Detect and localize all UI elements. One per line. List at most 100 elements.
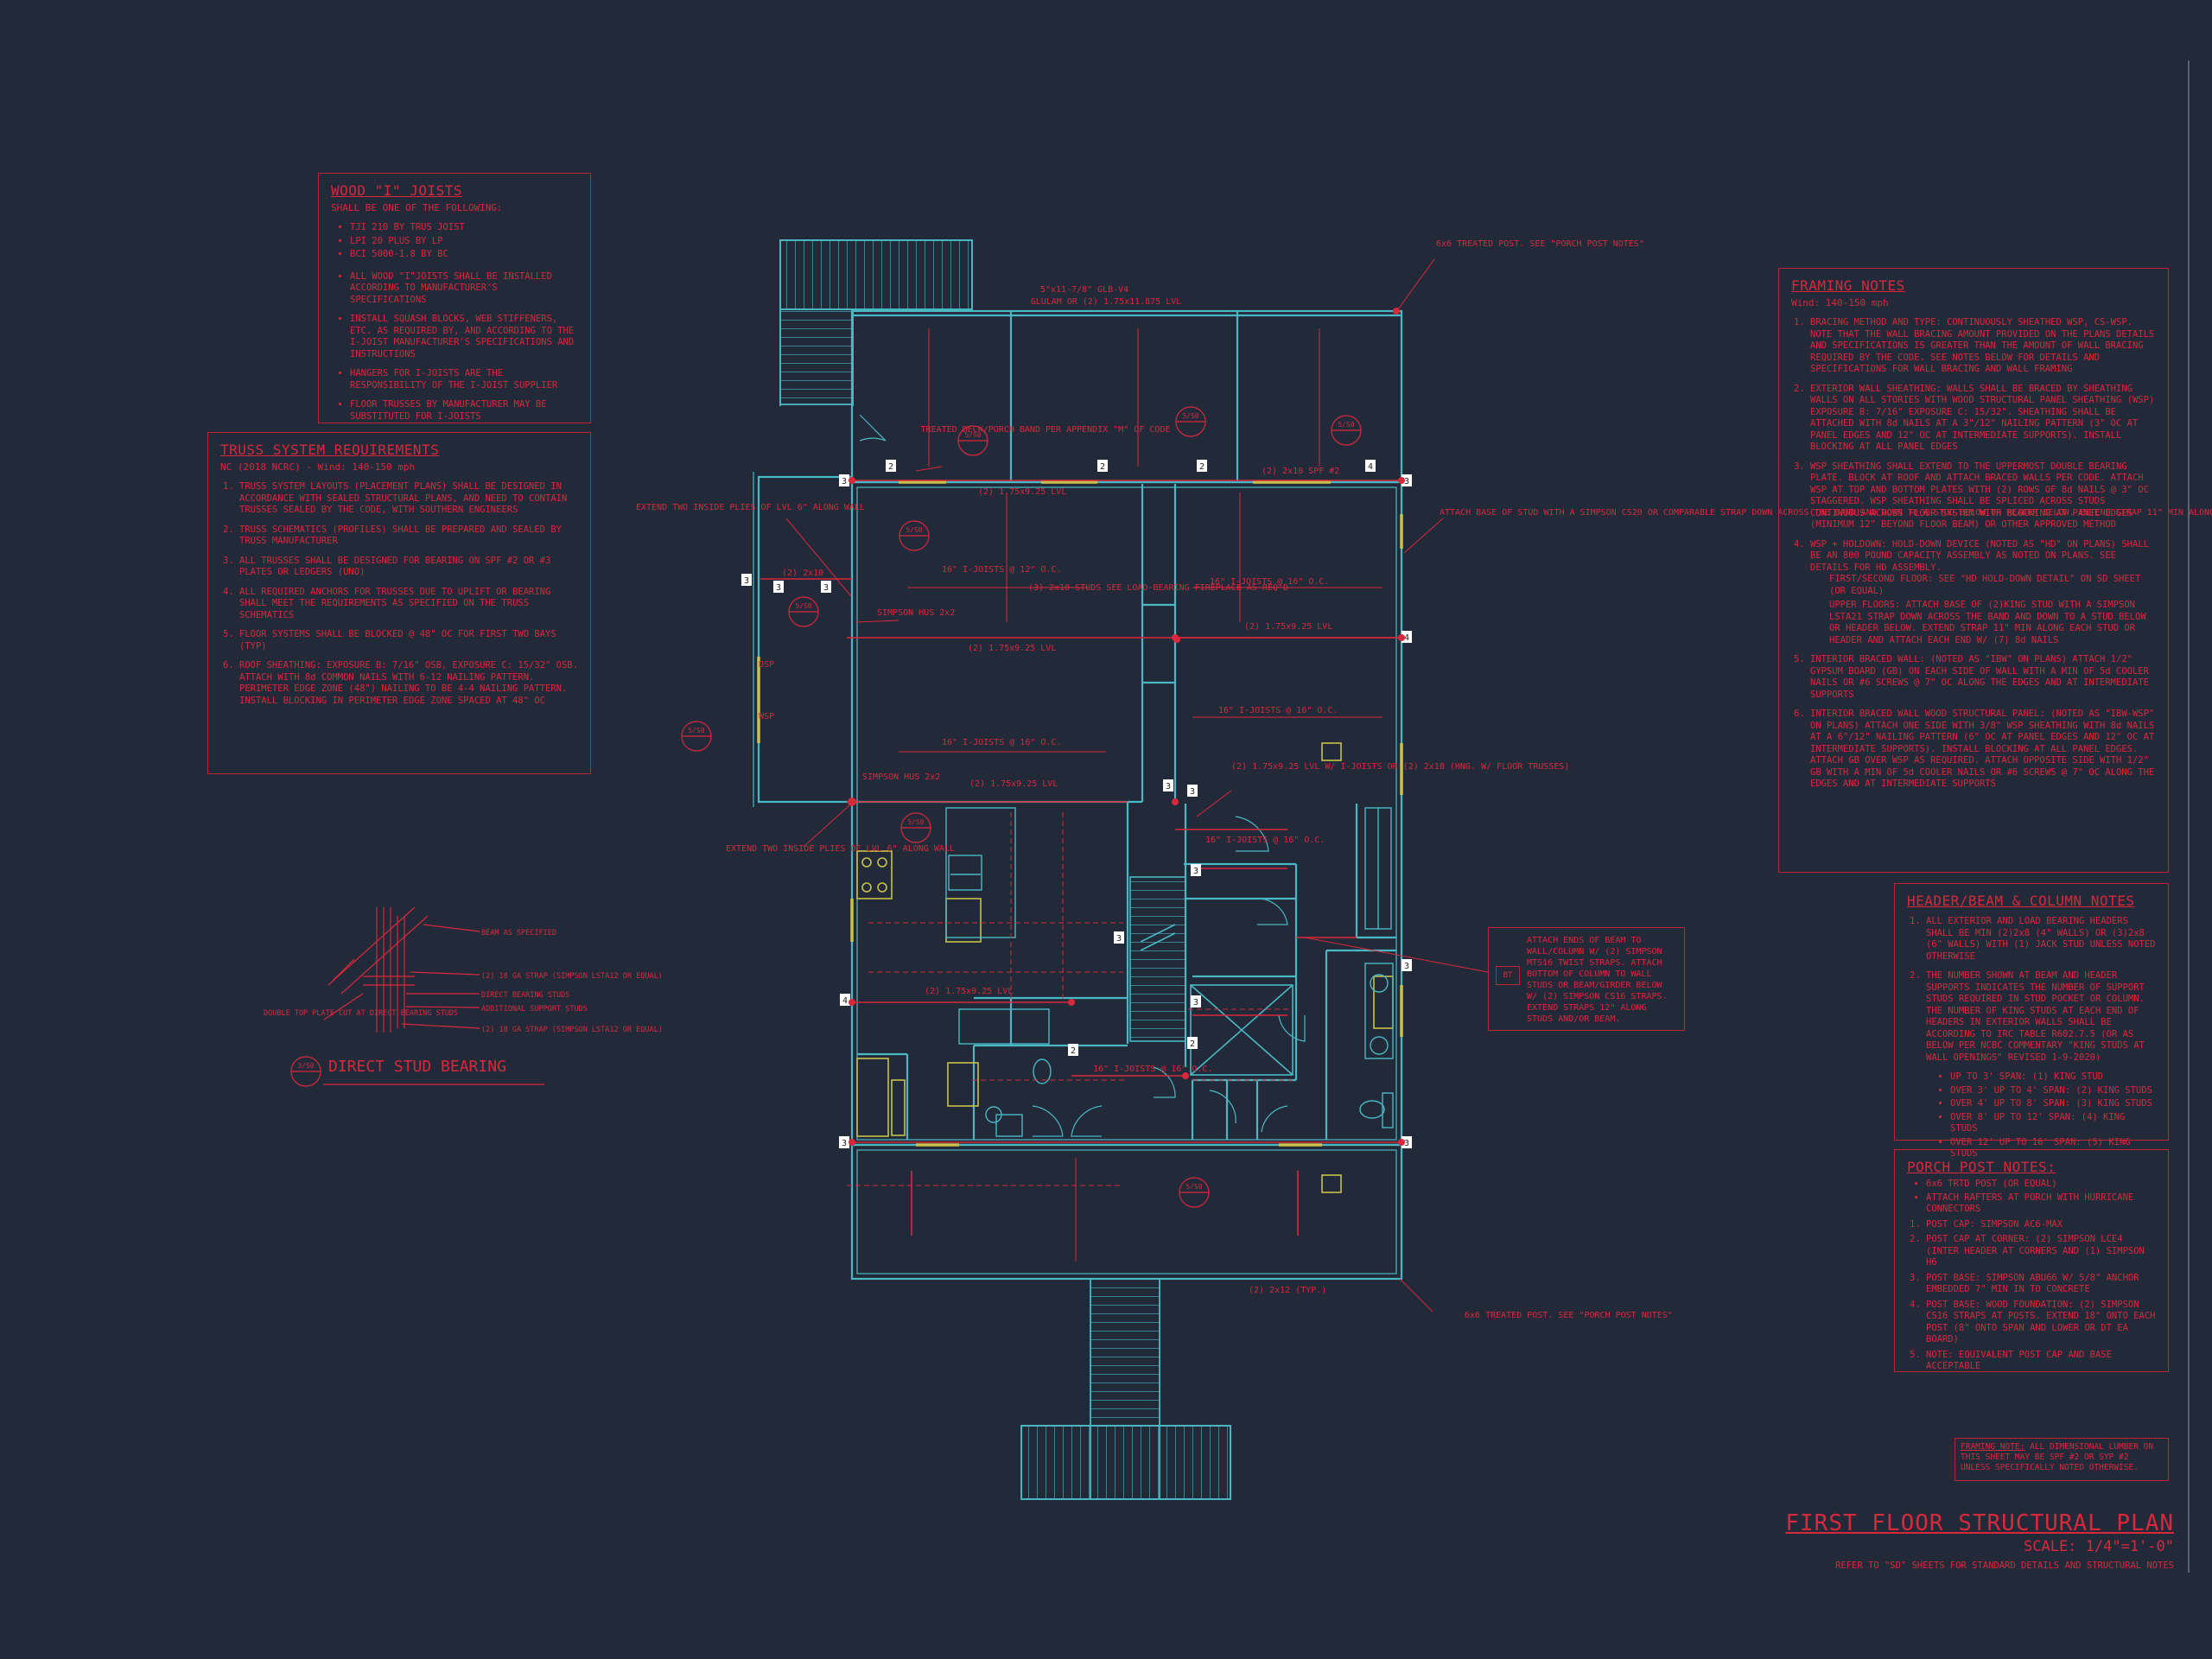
detail-bubble: 3/S0 xyxy=(297,1062,314,1070)
framing-notes: FRAMING NOTES Wind: 140-150 mph BRACING … xyxy=(1778,268,2169,873)
porch-intro: ATTACH RAFTERS AT PORCH WITH HURRICANE C… xyxy=(1926,1192,2156,1216)
lvl-ijoist-label: (2) 1.75x9.25 LVL W/ I-JOISTS OR (2) 2x1… xyxy=(1231,762,1569,772)
two-2x10-spf-label: (2) 2x10 SPF #2 xyxy=(1262,467,1339,476)
svg-text:3: 3 xyxy=(1116,934,1122,944)
sheet-reference: REFER TO "SD" SHEETS FOR STANDARD DETAIL… xyxy=(1835,1560,2174,1571)
bubble-2: 5/S0 xyxy=(1182,412,1198,420)
joist-option: LPI 20 PLUS BY LP xyxy=(350,236,578,248)
detail-label-strap: (2) 18 GA STRAP (SIMPSON LSTA12 OR EQUAL… xyxy=(481,972,663,981)
porch-post-notes: PORCH POST NOTES: 6x6 TRTD POST (OR EQUA… xyxy=(1894,1149,2169,1372)
bubble-1: 5/S0 xyxy=(964,431,981,439)
sheet-title: FIRST FLOOR STRUCTURAL PLAN xyxy=(1785,1510,2174,1536)
svg-text:3: 3 xyxy=(1404,962,1409,971)
framing-lumber-text: ALL DIMENSIONAL LUMBER ON THIS SHEET MAY… xyxy=(1961,1442,2154,1472)
porch-note: POST BASE: WOOD FOUNDATION: (2) SIMPSON … xyxy=(1926,1300,2156,1346)
attach-base-note: ATTACH BASE OF STUD WITH A SIMPSON CS20 … xyxy=(1440,508,2212,518)
extend-lvl-2: EXTEND TWO INSIDE PLIES OF LVL 6" ALONG … xyxy=(726,844,955,854)
building-walls xyxy=(753,309,1403,1281)
lvl-label-3: (2) 1.75x9.25 LVL xyxy=(968,644,1056,653)
svg-text:2: 2 xyxy=(888,462,893,472)
framing-note: WSP + HOLDOWN: HOLD-DOWN DEVICE (NOTED A… xyxy=(1810,538,2149,573)
bubble-5: 5/S0 xyxy=(795,602,811,610)
treated-post-top: 6x6 TREATED POST. SEE "PORCH POST NOTES" xyxy=(1436,239,1644,249)
wood-joists-subtitle: SHALL BE ONE OF THE FOLLOWING: xyxy=(331,202,503,213)
framing-note: EXTERIOR WALL SHEATHING: WALLS SHALL BE … xyxy=(1810,384,2156,454)
joist-option: BCI 5000-1.8 BY BC xyxy=(350,249,578,261)
framing-note: WSP SHEATHING SHALL EXTEND TO THE UPPERM… xyxy=(1810,461,2156,531)
kitchen-fixtures xyxy=(856,742,1394,1193)
two-2x12-typ-label: (2) 2x12 (TYP.) xyxy=(1249,1286,1326,1295)
svg-text:4: 4 xyxy=(1404,633,1409,643)
truss-note: ALL TRUSSES SHALL BE DESIGNED FOR BEARIN… xyxy=(239,556,578,579)
king-stud-rule: OVER 8' UP TO 12' SPAN: (4) KING STUDS xyxy=(1950,1112,2156,1135)
windows xyxy=(757,480,1403,1147)
framing-subtitle: Wind: 140-150 mph xyxy=(1791,297,1889,308)
svg-text:3: 3 xyxy=(1166,782,1171,791)
svg-text:2: 2 xyxy=(1100,462,1105,472)
three-2x10-label: (3) 2x10 STUDS SEE LOAD-BEARING FIREPLAC… xyxy=(1028,583,1288,593)
header-note: ALL EXTERIOR AND LOAD BEARING HEADERS SH… xyxy=(1926,916,2156,963)
porch-note: NOTE: EQUIVALENT POST CAP AND BASE ACCEP… xyxy=(1926,1350,2156,1373)
svg-text:4: 4 xyxy=(1368,462,1373,472)
truss-note: TRUSS SYSTEM LAYOUTS (PLACEMENT PLANS) S… xyxy=(239,481,578,517)
treated-deck-label: TREATED DECK/PORCH BAND PER APPENDIX "M"… xyxy=(921,425,1171,435)
stud-bearing-detail xyxy=(323,906,544,1085)
joist-option: TJI 210 BY TRUS JOIST xyxy=(350,222,578,234)
wood-joists-title: WOOD "I" JOISTS xyxy=(331,182,462,199)
porch-intro: 6x6 TRTD POST (OR EQUAL) xyxy=(1926,1179,2156,1191)
king-stud-rule: OVER 4' UP TO 8' SPAN: (3) KING STUDS xyxy=(1950,1098,2156,1110)
extend-lvl-1: EXTEND TWO INSIDE PLIES OF LVL 6" ALONG … xyxy=(636,503,865,512)
top-stairs xyxy=(779,239,973,406)
post-markers xyxy=(848,308,1405,1146)
framing-note: INTERIOR BRACED WALL WOOD STRUCTURAL PAN… xyxy=(1810,709,2156,791)
porch-note: POST CAP AT CORNER: (2) SIMPSON LCE4 (IN… xyxy=(1926,1234,2156,1269)
truss-title: TRUSS SYSTEM REQUIREMENTS xyxy=(220,442,440,458)
bubble-7: 5/S0 xyxy=(907,818,924,826)
joist-note: HANGERS FOR I-JOISTS ARE THE RESPONSIBIL… xyxy=(350,368,578,391)
joist-label-6: 16" I-JOISTS @ 16" O.C. xyxy=(1093,1065,1212,1074)
top-beam-label-2: GLULAM OR (2) 1.75x11.875 LVL xyxy=(1031,297,1182,307)
joist-label-1: 16" I-JOISTS @ 12" O.C. xyxy=(942,565,1061,575)
svg-text:3: 3 xyxy=(842,477,847,486)
svg-text:3: 3 xyxy=(1190,787,1195,797)
plan-labels: 5"x11-7/8" GLB-V4 GLULAM OR (2) 1.75x11.… xyxy=(636,239,2212,1320)
truss-subtitle: NC (2018 NCRC) - Wind: 140-150 mph xyxy=(220,461,416,473)
joist-note: ALL WOOD "I"JOISTS SHALL BE INSTALLED AC… xyxy=(350,271,578,307)
header-beam-notes: HEADER/BEAM & COLUMN NOTES ALL EXTERIOR … xyxy=(1894,883,2169,1159)
door-swings xyxy=(859,414,1306,1137)
lvl-label-4: (2) 1.75x9.25 LVL xyxy=(969,779,1058,789)
porch-note: POST CAP: SIMPSON AC6-MAX xyxy=(1926,1219,2156,1231)
joist-label-2: 16" I-JOISTS @ 16" O.C. xyxy=(1210,577,1329,587)
detail-label-strap-2: (2) 18 GA STRAP (SIMPSON LSTA12 OR EQUAL… xyxy=(481,1026,663,1034)
framing-lumber-note: FRAMING NOTE: ALL DIMENSIONAL LUMBER ON … xyxy=(1955,1438,2169,1481)
stud-bearing-labels: BEAM AS SPECIFIED (2) 18 GA STRAP (SIMPS… xyxy=(264,929,663,1034)
svg-text:2: 2 xyxy=(1071,1046,1076,1056)
simpson-hus-label-2: SIMPSON HUS 2x2 xyxy=(862,772,940,782)
leader-lines xyxy=(785,258,1489,1313)
framing-note-holdown: WSP + HOLDOWN: HOLD-DOWN DEVICE (NOTED A… xyxy=(1810,539,2156,647)
truss-note: ROOF SHEATHING: EXPOSURE B: 7/16" OSB, E… xyxy=(239,660,578,707)
truss-notes: TRUSS SYSTEM REQUIREMENTS NC (2018 NCRC)… xyxy=(207,432,591,774)
bubble-8: 5/S0 xyxy=(1185,1183,1202,1191)
joist-label-5: 16" I-JOISTS @ 16" O.C. xyxy=(1205,836,1325,845)
holdown-sub: FIRST/SECOND FLOOR: SEE "HD HOLD-DOWN DE… xyxy=(1829,574,2141,596)
truss-note: TRUSS SCHEMATICS (PROFILES) SHALL BE PRE… xyxy=(239,524,578,548)
svg-text:2: 2 xyxy=(1190,1039,1195,1049)
wood-joists-notes: WOOD "I" JOISTS SHALL BE ONE OF THE FOLL… xyxy=(318,173,591,423)
framing-title: FRAMING NOTES xyxy=(1791,277,1905,294)
svg-text:3: 3 xyxy=(776,583,781,593)
detail-label-beam: BEAM AS SPECIFIED xyxy=(481,929,556,938)
kitchen-counters xyxy=(945,807,1394,1137)
bubble-4: 5/S0 xyxy=(906,526,922,534)
svg-text:3: 3 xyxy=(842,1139,847,1148)
framing-note: INTERIOR BRACED WALL: (NOTED AS "IBW" ON… xyxy=(1810,654,2156,701)
header-note: THE NUMBER SHOWN AT BEAM AND HEADER SUPP… xyxy=(1926,970,2156,1064)
structural-beams xyxy=(760,480,1407,1236)
beam-note-text: ATTACH ENDS OF BEAM TO WALL/COLUMN W/ (2… xyxy=(1527,936,1668,1024)
detail-label-additional: ADDITIONAL SUPPORT STUDS xyxy=(481,1005,588,1014)
sheet-scale: SCALE: 1/4"=1'-0" xyxy=(2024,1538,2174,1555)
svg-text:3: 3 xyxy=(1404,1139,1409,1148)
joist-note: FLOOR TRUSSES BY MANUFACTURER MAY BE SUB… xyxy=(350,399,578,423)
